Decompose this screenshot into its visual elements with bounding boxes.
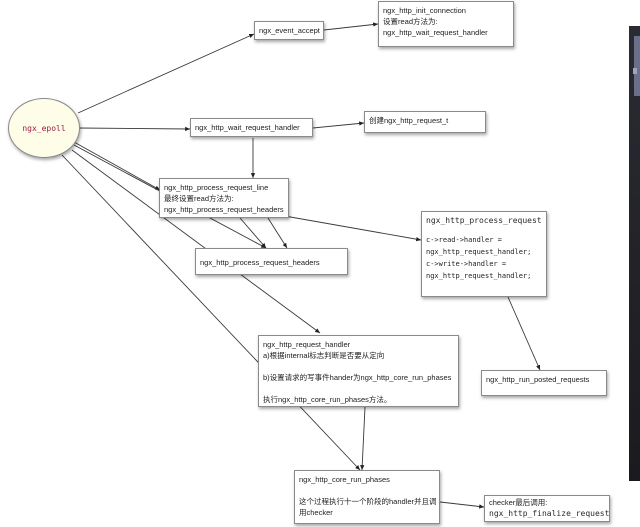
process-request-code-1: c->read->handler = <box>426 236 502 244</box>
edge-process-line-to-headers-b <box>267 217 288 249</box>
request-handler-line-4: b)设置请求的写事件hander为ngx_http_core_run_phase… <box>263 373 452 382</box>
wait-request-handler-node[interactable]: ngx_http_wait_request_handler <box>190 118 313 137</box>
adjacent-window-edge <box>629 26 640 481</box>
ngx-epoll-node[interactable]: ngx_epoll <box>8 98 80 158</box>
adjacent-window-edge-mark <box>633 68 637 74</box>
create-request-node[interactable]: 创建ngx_http_request_t <box>364 111 486 133</box>
init-connection-line-1: ngx_http_init_connection <box>383 6 466 15</box>
request-handler-node[interactable]: ngx_http_request_handler a)根据internal标志判… <box>258 335 459 407</box>
adjacent-window-edge-highlight <box>634 36 640 96</box>
core-run-phases-line-3: 这个过程执行十一个阶段的handler并且调 <box>299 497 437 506</box>
edge-process-line-to-headers-a <box>239 217 267 249</box>
finalize-request-name: ngx_http_finalize_request <box>489 509 610 518</box>
init-connection-line-3: ngx_http_wait_request_handler <box>383 28 488 37</box>
core-run-phases-line-2 <box>299 485 435 496</box>
create-request-label: 创建ngx_http_request_t <box>369 116 449 125</box>
ngx-epoll-label: ngx_epoll <box>22 123 66 133</box>
process-request-code-3: c->write->handler = <box>426 260 507 268</box>
adjacent-window-edge-fill <box>629 26 640 481</box>
request-handler-line-2: a)根据internal标志判断是否要从定向 <box>263 351 385 360</box>
process-request-line-line-1: ngx_http_process_request_line <box>164 183 269 192</box>
process-request-line-line-2: 最终设置read方法为: <box>164 194 234 203</box>
edge-wait-handler-to-create-request <box>312 121 365 129</box>
event-accept-node[interactable]: ngx_event_accept <box>254 21 324 40</box>
request-handler-line-6: 执行ngx_http_core_run_phases方法。 <box>263 395 392 404</box>
init-connection-line-2: 设置read方法为: <box>383 17 438 26</box>
process-request-code-2: ngx_http_request_handler; <box>426 248 532 256</box>
run-posted-requests-label: ngx_http_run_posted_requests <box>486 375 590 384</box>
process-request-headers-label: ngx_http_process_request_headers <box>200 258 320 267</box>
edge-core-run-phases-to-finalize <box>439 501 485 509</box>
process-request-line-node[interactable]: ngx_http_process_request_line 最终设置read方法… <box>159 178 289 218</box>
core-run-phases-line-4: 用checker <box>299 508 333 517</box>
edge-process-request-to-run-posted <box>507 296 541 371</box>
request-handler-line-3 <box>263 361 454 372</box>
process-request-line-line-3: ngx_http_process_request_headers <box>164 205 284 214</box>
edge-epoll-to-event-accept <box>77 33 255 114</box>
run-posted-requests-node[interactable]: ngx_http_run_posted_requests <box>481 370 607 396</box>
core-run-phases-line-1: ngx_http_core_run_phases <box>299 475 390 484</box>
finalize-request-caption: checker最后调用: <box>489 498 548 507</box>
edge-epoll-to-wait-request-handler <box>77 126 191 132</box>
edge-request-handler-to-core-run-phases <box>360 406 366 471</box>
process-request-code-4: ngx_http_request_handler; <box>426 272 532 280</box>
event-accept-label: ngx_event_accept <box>259 26 320 35</box>
process-request-node[interactable]: ngx_http_process_request c->read->handle… <box>421 211 547 297</box>
process-request-title: ngx_http_process_request <box>426 216 542 225</box>
edge-event-accept-to-init-connection <box>323 22 379 31</box>
process-request-headers-node[interactable]: ngx_http_process_request_headers <box>195 248 348 275</box>
init-connection-node[interactable]: ngx_http_init_connection 设置read方法为: ngx_… <box>378 1 514 47</box>
wait-request-handler-label: ngx_http_wait_request_handler <box>195 123 300 132</box>
request-handler-line-1: ngx_http_request_handler <box>263 340 351 349</box>
request-handler-line-5 <box>263 383 454 394</box>
edge-epoll-to-process-request-line <box>73 141 161 191</box>
finalize-request-node[interactable]: checker最后调用: ngx_http_finalize_request <box>484 495 610 522</box>
core-run-phases-node[interactable]: ngx_http_core_run_phases 这个过程执行十一个阶段的han… <box>294 470 440 524</box>
